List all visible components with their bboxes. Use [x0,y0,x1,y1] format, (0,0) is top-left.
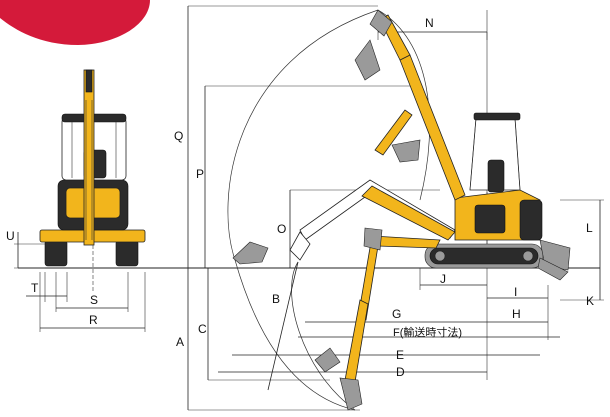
label-r: R [89,313,98,327]
label-f: F(輸送時寸法) [393,325,462,339]
label-s: S [90,293,98,307]
label-n: N [425,16,434,30]
label-k: K [586,294,594,308]
side-view-arcs [227,9,430,411]
brand-corner-badge [0,0,150,45]
dimension-labels: Q P O N A C B D E F(輸送時寸法) G H I J K L U… [6,16,594,379]
label-b: B [272,292,280,306]
front-dimensions [14,232,146,332]
boom-positions [232,9,466,411]
label-j: J [440,272,446,286]
label-a: A [176,335,184,349]
label-t: T [31,281,39,295]
label-d: D [396,365,405,379]
label-h: H [512,307,521,321]
label-u: U [6,229,15,243]
label-e: E [396,348,404,362]
front-view-machine [39,69,146,292]
side-view-machine [424,112,571,281]
label-g: G [392,307,401,321]
label-q: Q [174,129,183,143]
label-c: C [198,322,207,336]
label-l: L [586,221,593,235]
label-p: P [196,167,204,181]
label-o: O [277,222,286,236]
label-i: I [514,285,517,299]
